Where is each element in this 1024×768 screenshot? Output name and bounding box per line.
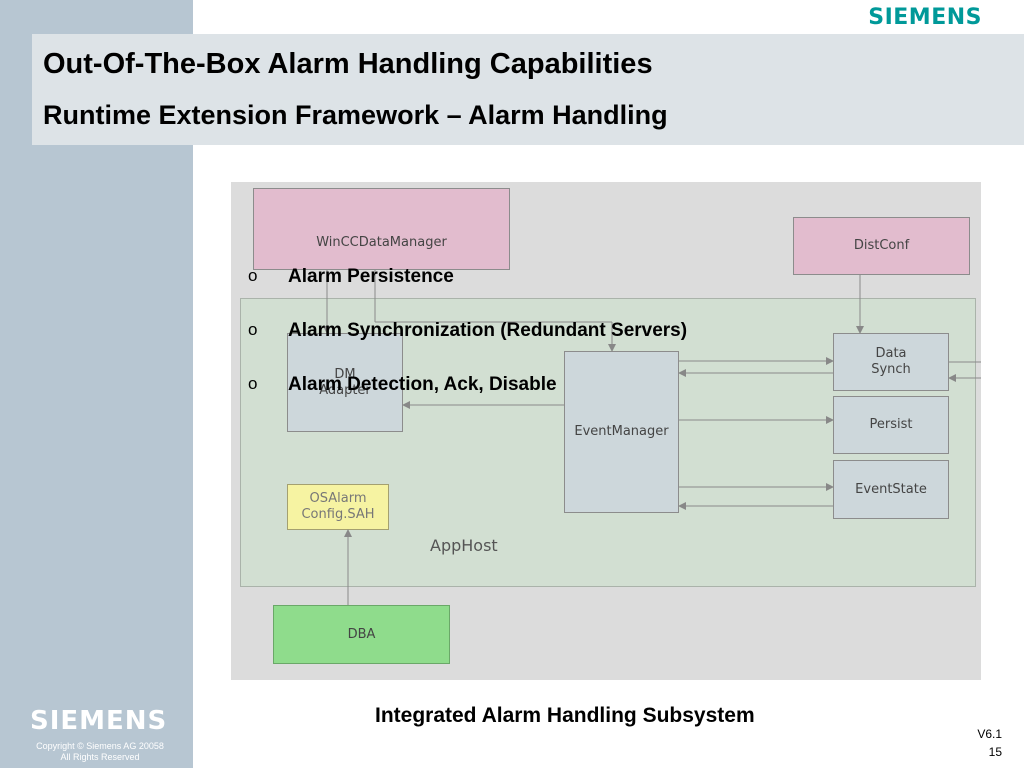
- bullet-text: Alarm Detection, Ack, Disable: [288, 374, 557, 395]
- bullet-marker: o: [248, 266, 258, 285]
- diagram-caption: Integrated Alarm Handling Subsystem: [375, 704, 755, 727]
- copyright-line-1: Copyright © Siemens AG 20058: [36, 741, 164, 751]
- apphost-label: AppHost: [430, 536, 498, 555]
- bullet-text: Alarm Persistence: [288, 266, 454, 287]
- bullet-text: Alarm Synchronization (Redundant Servers…: [288, 320, 688, 341]
- osalarm-label-line2: Config.SAH: [301, 507, 375, 522]
- event-manager-label: EventManager: [574, 424, 669, 439]
- wincc-data-manager-node: WinCCDataManager: [253, 188, 510, 270]
- persist-node: Persist: [833, 396, 949, 454]
- siemens-logo-sidebar: SIEMENS: [30, 706, 168, 736]
- version-label: V6.1: [977, 727, 1002, 741]
- dm-adapter-label-line2: Adapter: [319, 382, 371, 398]
- siemens-logo-top: SIEMENS: [868, 5, 982, 30]
- event-state-label: EventState: [855, 481, 927, 497]
- dm-adapter-label-line1: DM: [334, 366, 356, 382]
- data-synch-label-line2: Synch: [871, 362, 911, 377]
- persist-label: Persist: [869, 417, 913, 432]
- data-synch-node: Data Synch: [833, 333, 949, 391]
- dba-node: DBA: [273, 605, 450, 664]
- copyright-line-2: All Rights Reserved: [60, 752, 140, 762]
- bullet-marker: o: [248, 374, 258, 393]
- distconf-node: DistConf: [793, 217, 970, 275]
- osalarm-config-node: OSAlarm Config.SAH: [287, 484, 389, 530]
- slide-subtitle: Runtime Extension Framework – Alarm Hand…: [43, 100, 668, 130]
- distconf-label: DistConf: [853, 238, 910, 253]
- wincc-data-manager-label: WinCCDataManager: [316, 235, 447, 250]
- event-manager-node: EventManager: [564, 351, 679, 513]
- page-number: 15: [988, 745, 1002, 759]
- title-banner: Out-Of-The-Box Alarm Handling Capabiliti…: [32, 34, 1024, 145]
- bullet-marker: o: [248, 320, 258, 339]
- copyright-notice: Copyright © Siemens AG 20058 All Rights …: [20, 741, 180, 763]
- osalarm-label-line1: OSAlarm: [309, 491, 367, 506]
- slide-title: Out-Of-The-Box Alarm Handling Capabiliti…: [43, 48, 653, 80]
- data-synch-label-line1: Data: [875, 346, 907, 361]
- dba-label: DBA: [347, 626, 376, 642]
- event-state-node: EventState: [833, 460, 949, 519]
- dm-adapter-node: DM Adapter: [287, 333, 403, 432]
